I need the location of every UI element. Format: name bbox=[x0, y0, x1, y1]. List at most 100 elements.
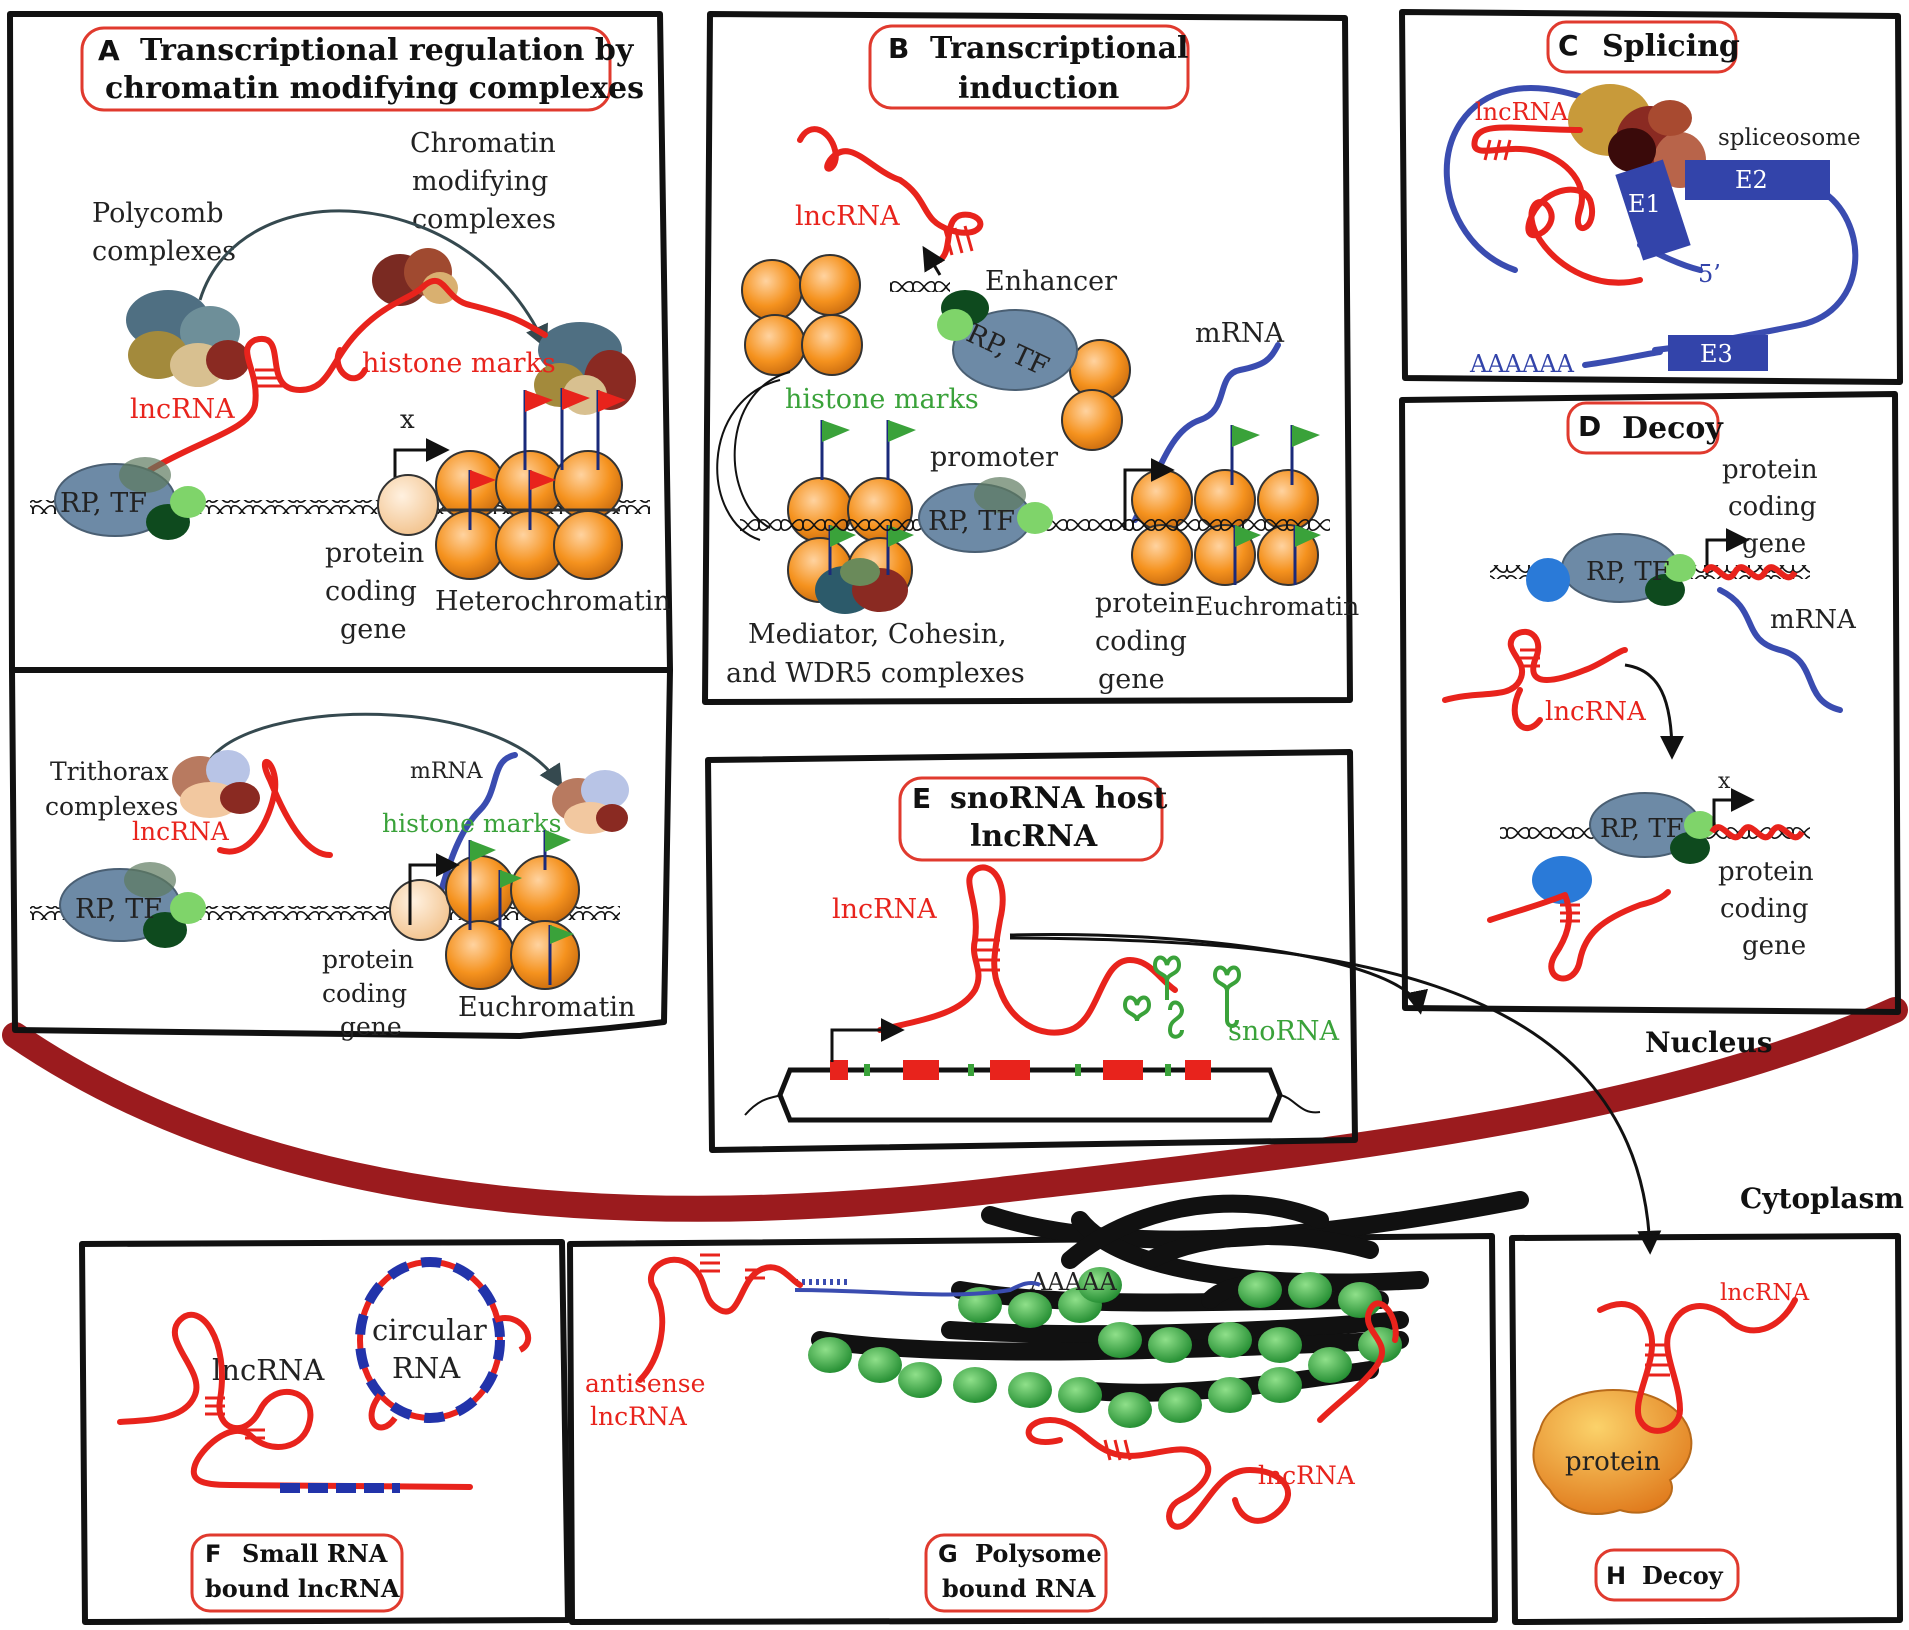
panel-a: A Transcriptional regulation by chromati… bbox=[7, 11, 673, 673]
panel-d-lncrna-label: lncRNA bbox=[1545, 697, 1647, 727]
panel-g-antisense-2: lncRNA bbox=[590, 1402, 688, 1431]
panel-h-title: Decoy bbox=[1642, 1561, 1724, 1590]
panel-g-polya: AAAAA bbox=[1029, 1268, 1117, 1296]
panel-c-lncrna-label: lncRNA bbox=[1475, 98, 1569, 126]
panel-e-exons bbox=[830, 1060, 1211, 1080]
panel-g-antisense-1: antisense bbox=[585, 1369, 705, 1398]
panel-b-title-line2: induction bbox=[958, 71, 1120, 106]
panel-a-lower-mrna: mRNA bbox=[410, 759, 484, 784]
panel-a-title-line1: Transcriptional regulation by bbox=[140, 33, 635, 68]
panel-d-mrna-strand bbox=[1717, 587, 1843, 713]
panel-a-lower-lncrna-strand bbox=[217, 758, 333, 858]
panel-a-red-flags bbox=[468, 388, 626, 530]
panel-d-rp-tf-label: RP, TF bbox=[1586, 557, 1670, 587]
panel-b-mrna: mRNA bbox=[1195, 318, 1285, 349]
panel-a-lower-recruit-arrow bbox=[208, 712, 563, 790]
panel-a-recruit-arrow bbox=[198, 209, 548, 350]
panel-f-lncrna-label: lncRNA bbox=[212, 1353, 325, 1387]
panel-f-lncrna-strand bbox=[117, 1311, 473, 1490]
panel-g: AAAAA antisense lncRNA lncRNA G Polysome… bbox=[567, 1191, 1529, 1625]
nuclear-membrane bbox=[2, 997, 1908, 1222]
spliceosome-complex bbox=[1568, 84, 1706, 188]
trithorax-target-complex bbox=[552, 770, 629, 834]
panel-e-lncrna-label: lncRNA bbox=[832, 894, 937, 925]
exon-e3-label: E3 bbox=[1700, 340, 1733, 368]
panel-a-histone-marks: histone marks bbox=[362, 348, 556, 379]
panel-b-histone-marks: histone marks bbox=[785, 384, 979, 415]
panel-a-chromatin-mod-3: complexes bbox=[412, 204, 556, 235]
panel-d: D Decoy protein coding gene RP, TF mRNA … bbox=[1399, 391, 1901, 1015]
panel-a-title-line2: chromatin modifying complexes bbox=[105, 71, 644, 106]
panel-b-border bbox=[702, 11, 1353, 705]
panel-a-gene-2: coding bbox=[325, 576, 417, 607]
panel-a-lower-border bbox=[9, 667, 673, 1039]
cytoplasm-label: Cytoplasm bbox=[1740, 1182, 1904, 1215]
panel-d-process-arrow bbox=[1624, 663, 1684, 760]
panel-f-title-box bbox=[190, 1533, 404, 1613]
panel-h-lncrna-strand bbox=[1597, 1297, 1798, 1434]
panel-h-protein bbox=[1532, 1389, 1693, 1515]
panel-e-snorna-label: snoRNA bbox=[1228, 1016, 1339, 1047]
panel-a-x-mark: x bbox=[400, 405, 415, 435]
panel-c-spliceosome: spliceosome bbox=[1718, 125, 1861, 151]
panel-b-promoter: promoter bbox=[930, 442, 1058, 473]
export-arrow-decoy bbox=[1009, 936, 1662, 1255]
panel-d-x-mark: x bbox=[1718, 769, 1731, 794]
panel-g-mrna-strand bbox=[794, 1280, 1041, 1297]
panel-b-gene-2: coding bbox=[1095, 626, 1187, 657]
panel-a-letter: A bbox=[98, 34, 120, 67]
panel-f-circular-1: circular bbox=[372, 1313, 487, 1347]
panel-a-lncrna bbox=[147, 277, 548, 473]
exon-e2 bbox=[1685, 160, 1830, 200]
panel-b-enhancer: Enhancer bbox=[985, 266, 1117, 297]
panel-f-border bbox=[79, 1239, 571, 1625]
panel-b-green-flags-right bbox=[1230, 425, 1321, 585]
circular-rna bbox=[355, 1257, 532, 1431]
panel-b-gene-1: protein bbox=[1095, 588, 1194, 619]
panel-c-lncrna bbox=[1471, 124, 1643, 286]
panel-e-border bbox=[705, 749, 1358, 1153]
panel-a-title-box bbox=[80, 26, 612, 112]
panel-c-letter: C bbox=[1558, 29, 1579, 62]
panel-d-title: Decoy bbox=[1622, 411, 1724, 446]
panel-g-title-line1: Polysome bbox=[975, 1539, 1102, 1568]
panel-d-title-box bbox=[1566, 401, 1720, 455]
snorna-cluster bbox=[1122, 955, 1242, 1039]
panel-g-title-line2: bound RNA bbox=[942, 1574, 1096, 1603]
panel-d-lncrna-top bbox=[1442, 628, 1628, 703]
exon-e1-label: E1 bbox=[1628, 190, 1661, 218]
panel-a-lower-euchromatin: Euchromatin bbox=[458, 992, 635, 1023]
panel-f-letter: F bbox=[205, 1540, 221, 1568]
panel-h: lncRNA protein H Decoy bbox=[1509, 1233, 1903, 1625]
panel-g-lncrna-strand bbox=[1025, 1417, 1291, 1530]
panel-b-lncrna bbox=[797, 126, 984, 263]
panel-a-chromatin-mod-1: Chromatin bbox=[410, 128, 556, 159]
panel-a-lower-histone-marks: histone marks bbox=[382, 809, 561, 838]
panel-a-lower-rp-tf-label: RP, TF bbox=[75, 894, 162, 925]
panel-b-mediator-1: Mediator, Cohesin, bbox=[748, 619, 1007, 650]
panel-b-rp-tf bbox=[952, 309, 1078, 391]
panel-d-mrna: mRNA bbox=[1770, 605, 1857, 635]
panel-b-enhancer-nucleosomes bbox=[741, 254, 1131, 451]
panel-c-border bbox=[1399, 9, 1903, 385]
mediator-complex bbox=[815, 558, 908, 614]
panel-b-mediator-2: and WDR5 complexes bbox=[726, 658, 1025, 689]
panel-g-antisense-lncrna bbox=[637, 1256, 803, 1383]
panel-a-chromatin-mod-2: modifying bbox=[412, 166, 548, 197]
panel-g-lncrna-label: lncRNA bbox=[1258, 1461, 1356, 1490]
panel-a-polycomb-1: Polycomb bbox=[92, 198, 223, 229]
panel-b-promoter-rp-tf-label: RP, TF bbox=[928, 506, 1015, 537]
panel-a-lower-euchromatin-nucleosomes bbox=[389, 855, 580, 990]
panel-d-lower-rp-tf-label: RP, TF bbox=[1600, 814, 1684, 844]
panel-d-gene-2: coding bbox=[1728, 492, 1817, 522]
panel-d-decoy-protein bbox=[1532, 856, 1592, 904]
exon-e2-label: E2 bbox=[1735, 166, 1768, 194]
nucleus-label: Nucleus bbox=[1645, 1026, 1773, 1059]
panel-a-lower-gene-1: protein bbox=[322, 945, 414, 974]
panel-b: B Transcriptional induction lncRNA Enhan… bbox=[702, 11, 1359, 705]
panel-b-gene-3: gene bbox=[1098, 664, 1165, 695]
panel-d-letter: D bbox=[1578, 410, 1601, 443]
panel-a-heterochromatin-nucleosomes bbox=[377, 450, 623, 580]
panel-h-letter: H bbox=[1606, 1562, 1626, 1590]
chromatin-modifying-complex bbox=[372, 248, 458, 306]
